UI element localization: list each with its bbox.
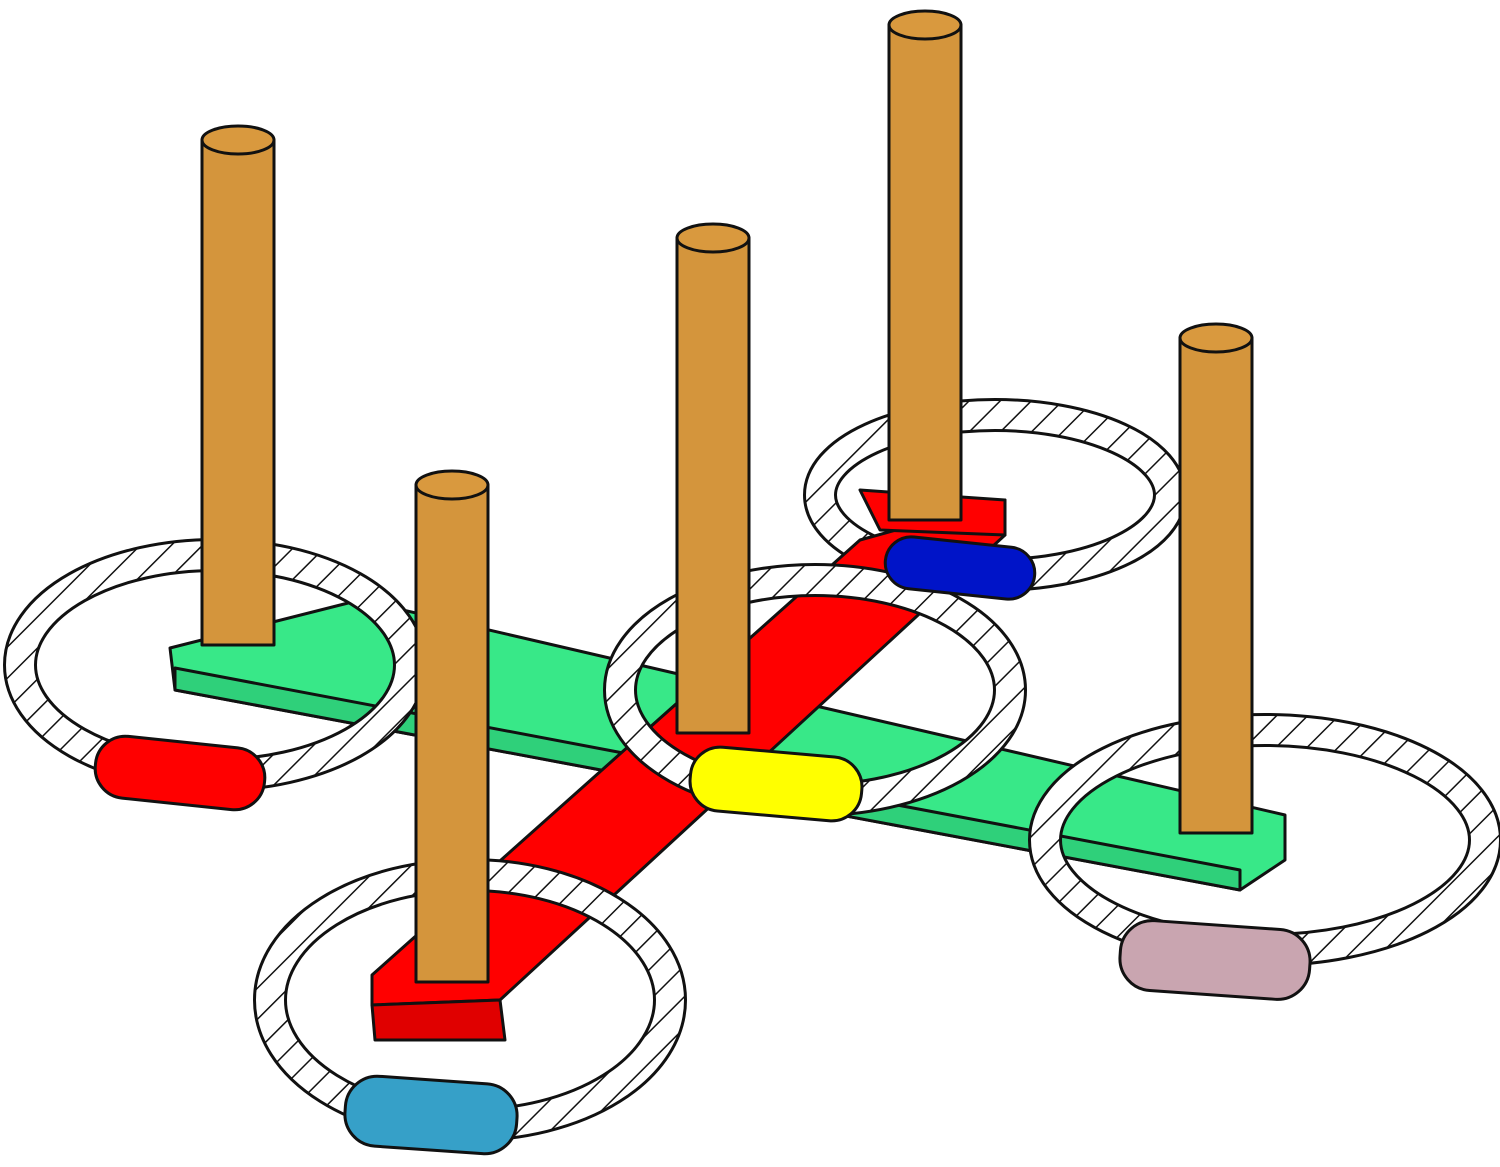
tape-cyan [343,1074,519,1156]
tape-pink [1118,919,1312,1001]
peg-front-left [414,469,490,984]
peg-back-right [887,9,963,522]
tape-red [93,734,267,812]
peg-center [675,222,751,735]
peg-front-right [1178,322,1254,835]
tape-yellow [688,745,864,823]
peg-back-left [200,124,276,647]
tape-blue [883,535,1037,601]
